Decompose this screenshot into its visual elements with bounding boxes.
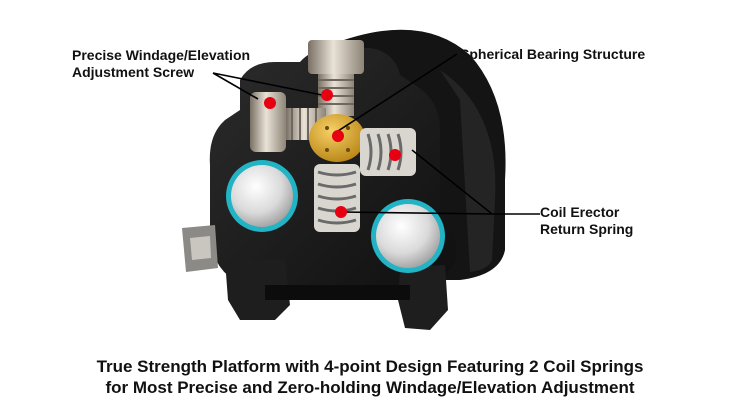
callout-pointers [212,53,540,215]
spherical-bearing-label: Spherical Bearing Structure [460,46,646,62]
windage-pointer-dot [264,97,276,109]
windage-callout-line [212,72,328,100]
callout-dots [264,89,401,218]
elevation-pointer-dot [321,89,333,101]
windage-screw-label-line1: Precise Windage/Elevation [72,47,251,63]
caption-line-2: for Most Precise and Zero-holding Windag… [105,378,635,397]
right-spring-pointer-dot [389,149,401,161]
lower-spring-pointer-dot [335,206,347,218]
bearing-pointer-dot [332,130,344,142]
windage-screw-label: Precise Windage/Elevation Adjustment Scr… [72,47,250,81]
coil-spring-label-line2: Return Spring [540,221,634,237]
left-lens [226,160,298,232]
coil-callout-line [341,149,540,215]
right-lens [371,199,445,273]
coil-spring-label-line1: Coil Erector [540,204,620,220]
right-coil-spring [360,128,416,176]
coil-spring-label: Coil Erector Return Spring [540,204,633,238]
caption-line-1: True Strength Platform with 4-point Desi… [96,357,644,376]
windage-screw-label-line2: Adjustment Screw [72,64,195,80]
lower-coil-spring [314,164,360,232]
bearing-callout-line [337,53,458,132]
